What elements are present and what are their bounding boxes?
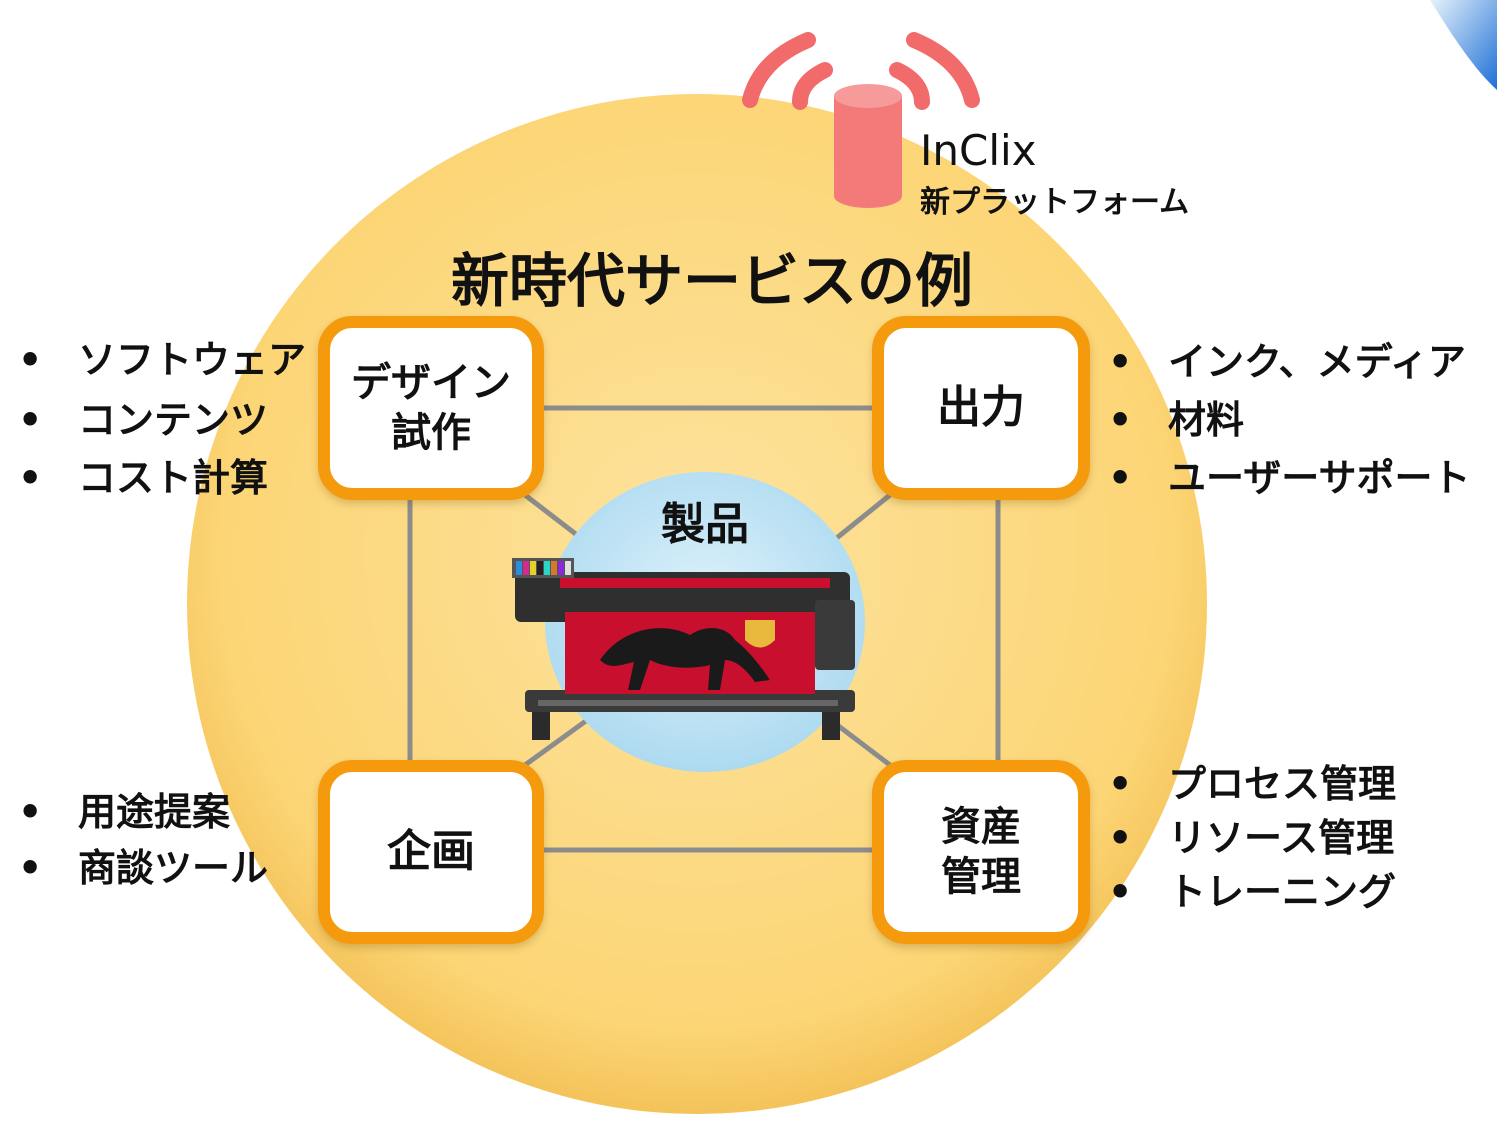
box-output: 出力 bbox=[872, 316, 1090, 500]
box-design-line-1: デザイン bbox=[351, 360, 511, 406]
box-asset-management: 資産 管理 bbox=[872, 760, 1090, 944]
platform-subtitle: 新プラットフォーム bbox=[920, 185, 1190, 220]
box-design-line-2: 試作 bbox=[391, 410, 471, 456]
box-asset-line-2: 管理 bbox=[941, 854, 1021, 900]
box-planning: 企画 bbox=[318, 760, 544, 944]
box-asset-line-1: 資産 bbox=[941, 804, 1021, 850]
box-output-line-1: 出力 bbox=[937, 382, 1025, 433]
printer-image bbox=[512, 558, 855, 740]
corner-swoosh bbox=[1430, 0, 1497, 90]
box-planning-line-1: 企画 bbox=[387, 826, 475, 877]
connector-lines bbox=[407, 405, 1001, 853]
platform-name: InClix bbox=[920, 126, 1037, 175]
diagram-title: 新時代サービスの例 bbox=[450, 247, 974, 315]
database-cylinder-icon bbox=[834, 84, 902, 208]
product-label: 製品 bbox=[661, 499, 749, 550]
signal-icon bbox=[742, 32, 980, 110]
box-design-prototype: デザイン 試作 bbox=[318, 316, 544, 500]
